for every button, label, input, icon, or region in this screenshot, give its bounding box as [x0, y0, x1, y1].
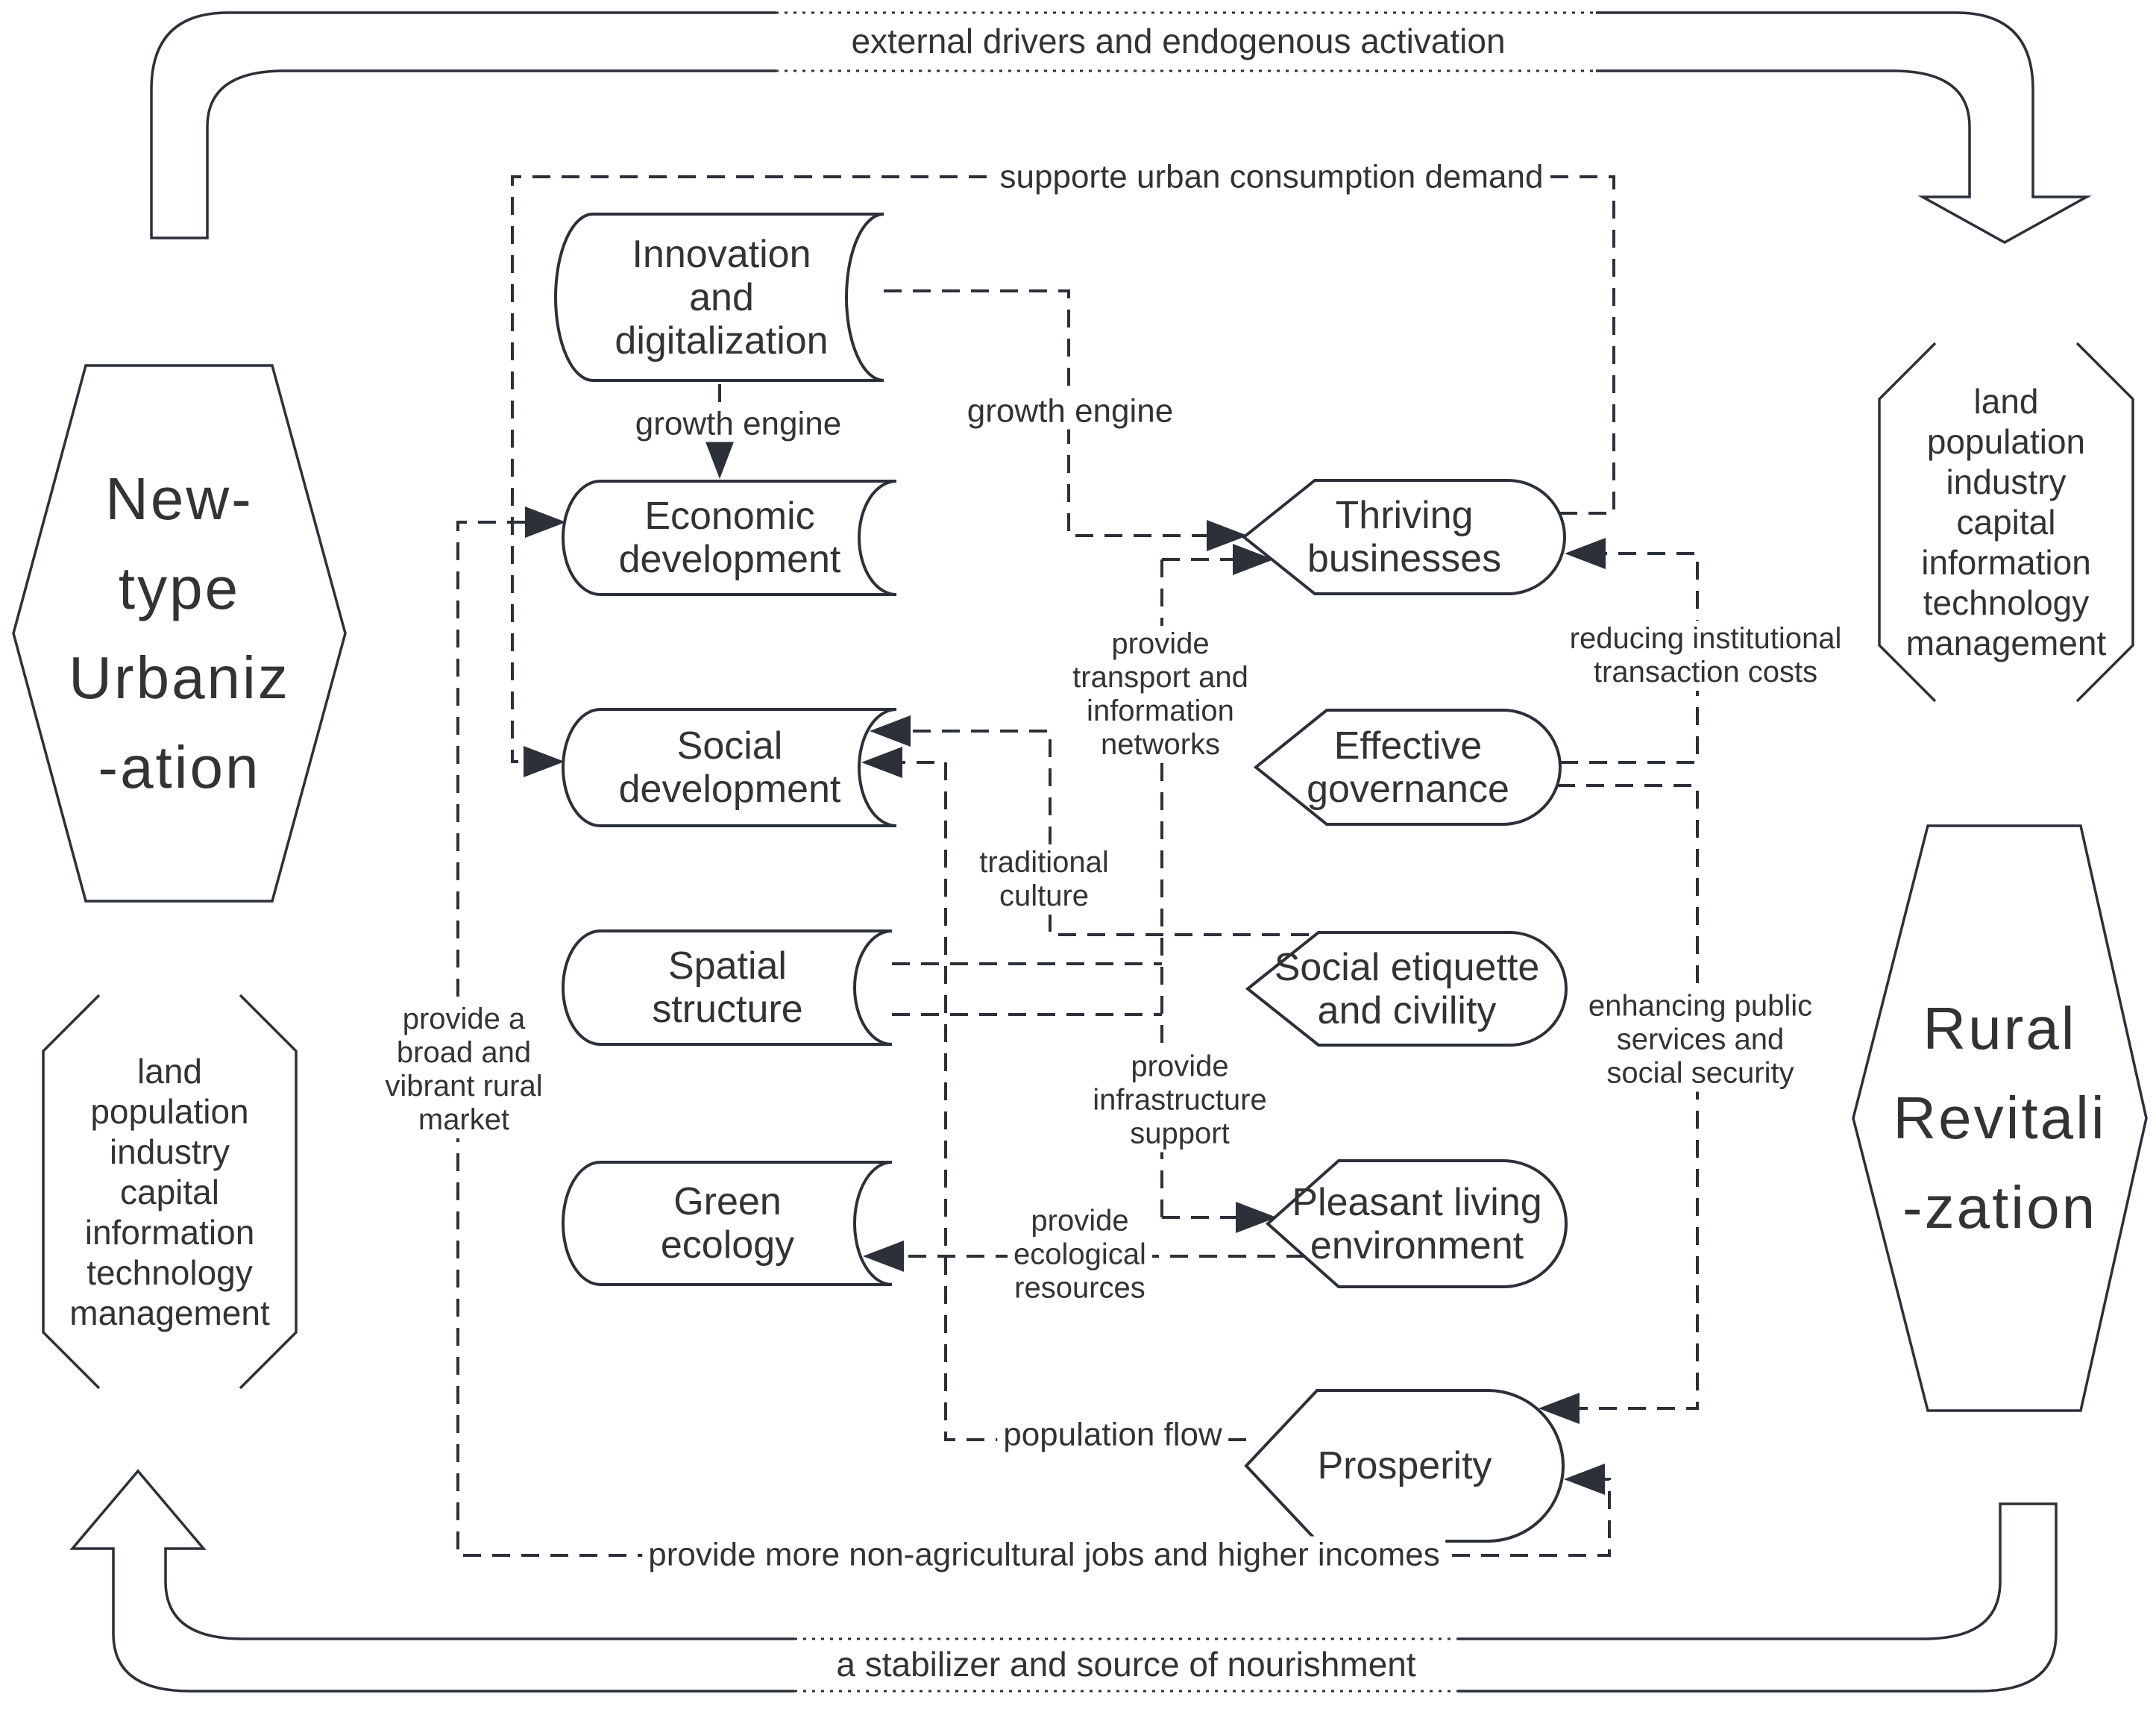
top-cycle-block-arrow [150, 11, 2092, 245]
arrowhead-into-social-left [524, 746, 565, 777]
arrowhead-into-social-right-lower [861, 747, 902, 778]
edge-label-supporte: supporte urban consumption demand [993, 158, 1550, 195]
edge-enhancing-public-services [1557, 784, 1699, 1410]
arrowhead-into-prosperity-lower [1564, 1464, 1605, 1495]
thriving-box-shape [1241, 479, 1566, 595]
left-factor-list: land population industry capital informa… [69, 1051, 270, 1332]
green-box-label: Green ecology [660, 1180, 795, 1267]
edge-label-infrastructure: provide infrastructure support [1087, 1048, 1273, 1153]
edge-label-reducing: reducing institutional transaction costs [1563, 621, 1848, 691]
pleasant-box-shape [1265, 1159, 1568, 1288]
edge-label-market: provide a broad and vibrant rural market [379, 1001, 549, 1138]
new-type-urbanization-hexagon [12, 364, 347, 903]
etiquette-box-shape [1245, 931, 1568, 1047]
arrowhead-into-social-right-upper [870, 715, 911, 747]
thriving-box-label: Thriving businesses [1307, 494, 1502, 580]
prosperity-box-label: Prosperity [1317, 1444, 1492, 1487]
edge-label-enhancing: enhancing public services and social sec… [1582, 988, 1819, 1092]
rural-revitalization-hexagon [1852, 824, 2148, 1412]
effective-box-label: Effective governance [1307, 724, 1509, 811]
arrowhead-growth-engine-down [704, 438, 735, 479]
rural-revitalization-label: Rural Revitali -zation [1893, 995, 2107, 1241]
edge-label-jobs: provide more non-agricultural jobs and h… [642, 1536, 1446, 1573]
bottom-cycle-block-arrow [69, 1469, 2058, 1693]
spatial-box-shape [562, 929, 893, 1046]
arrowhead-into-green [863, 1241, 904, 1272]
innovation-box-shape [554, 213, 884, 382]
pleasant-box-label: Pleasant living environment [1292, 1180, 1542, 1267]
edge-label-population-flow: population flow [997, 1416, 1228, 1453]
edge-label-transport: provide transport and information networ… [1066, 626, 1254, 763]
arrowhead-into-economic [525, 507, 566, 538]
green-box-shape [562, 1161, 893, 1286]
arrowhead-into-thriving-lower [1233, 544, 1274, 575]
effective-box-shape [1253, 709, 1562, 826]
edge-spatial-branches [892, 962, 1162, 1016]
economic-box-shape [562, 480, 897, 596]
arrowhead-into-pleasant [1236, 1202, 1277, 1233]
edge-label-ecological: provide ecological resources [1008, 1202, 1152, 1307]
edge-label-growth-engine-2: growth engine [961, 392, 1180, 430]
innovation-box-label: Innovation and digitalization [615, 232, 829, 363]
top-cycle-label: external drivers and endogenous activati… [843, 22, 1513, 60]
right-factor-list: land population industry capital informa… [1905, 382, 2107, 662]
new-type-urbanization-label: New- type Urbaniz -ation [69, 465, 290, 800]
spatial-box-label: Spatial structure [652, 944, 803, 1031]
social-box-shape [562, 708, 897, 827]
edge-label-growth-engine-1: growth engine [629, 405, 848, 442]
social-box-label: Social development [618, 724, 841, 811]
arrowhead-into-thriving-upper [1207, 520, 1248, 551]
prosperity-box-shape [1244, 1389, 1565, 1543]
bottom-cycle-label: a stabilizer and source of nourishment [829, 1646, 1424, 1683]
edge-traditional-culture [911, 730, 1309, 936]
etiquette-box-label: Social etiquette and civility [1274, 945, 1540, 1032]
arrowhead-into-prosperity-upper [1539, 1393, 1580, 1424]
arrowhead-into-thriving-right [1565, 538, 1606, 569]
right-factor-bracket [1878, 342, 2134, 703]
economic-box-label: Economic development [618, 495, 841, 581]
left-factor-bracket [42, 994, 298, 1390]
edge-label-traditional: traditional culture [973, 844, 1115, 915]
